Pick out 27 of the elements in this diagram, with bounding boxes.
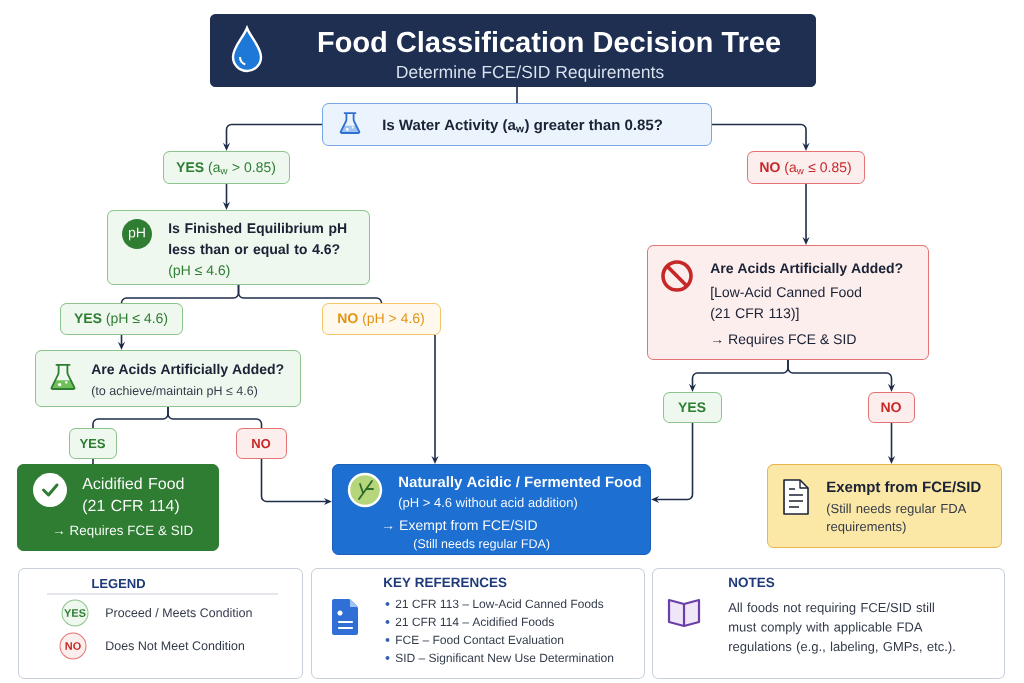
answer-tag: YES (pH ≤ 4.6) [60,303,183,335]
legend-label: Does Not Meet Condition [106,640,244,651]
answer-tag: YES (a$_{w}$ > 0.85) [163,151,290,184]
outcome-box: Acidified Food (21 CFR 114) → Requires FCE & SID [17,464,219,551]
no-badge: NO [59,632,87,660]
decision-box: Are Acids Artificially Added? (to achieve/maintain pH ≤ 4.6) [35,350,301,407]
references-panel: KEY REFERENCES 21 CFR 113 – Low-Acid Canned Foods 21 CFR 114 – Acidified Foods FCE – Food Contact Evaluation SID – Significant New Use Determination [311,568,645,679]
connector-line [237,284,383,304]
connector-line [167,406,263,429]
legend-label: Proceed / Meets Condition [106,607,252,618]
connector-line [92,458,94,465]
title-banner: Food Classification Decision Tree Determine FCE/SID Requirements [210,14,816,87]
answer-tag: NO (pH > 4.6) [322,303,441,335]
ph-badge: pH [122,219,152,249]
yes-badge: YES [61,599,89,627]
decision-box: Are Acids Artificially Added? [Low-Acid Canned Food (21 CFR 113)] → Requires FCE & SID [647,245,929,360]
answer-tag: YES [663,392,722,423]
decision-box: Is Water Activity (a$_{w}$) greater than 0.85? [322,103,712,146]
answer-tag: NO [868,392,915,423]
outcome-box: Exempt from FCE/SID (Still needs regular FDA requirements) [767,464,1002,548]
answer-tag: NO [236,428,287,459]
connector-line [516,86,518,104]
outcome-box: Naturally Acidic / Fermented Food (pH > 4.6 without acid addition) → Exempt from FCE/SID (Still needs regular FDA) [332,464,651,555]
notes-panel: NOTES All foods not requiring FCE/SID still must comply with applicable FDA regulations (e.g., labeling, GMPs, etc.). [652,568,1005,679]
answer-tag: YES [69,428,117,459]
decision-box: pH Is Finished Equilibrium pH less than or equal to 4.6? (pH ≤ 4.6) [107,210,370,285]
answer-tag: NO (a$_{w}$ ≤ 0.85) [747,151,865,184]
